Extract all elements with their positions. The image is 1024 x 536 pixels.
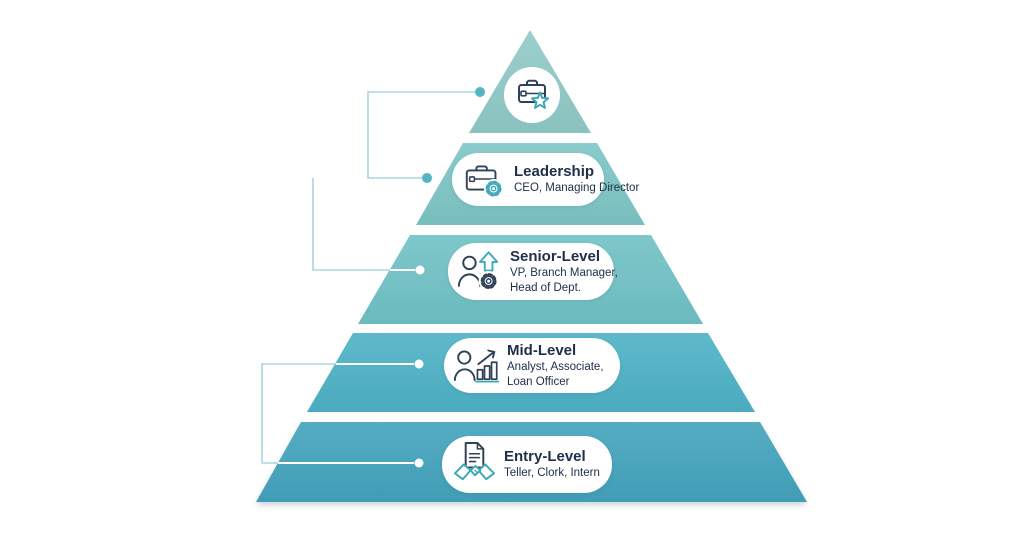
apex-badge — [504, 67, 560, 123]
tier-subtitle-line: VP, Branch Manager, — [510, 266, 618, 279]
tier-subtitle-line: Teller, Clork, Intern — [504, 467, 600, 480]
tier-card-senior: Senior-Level VP, Branch Manager, Head of… — [448, 243, 618, 300]
tier-title: Entry-Level — [504, 448, 586, 466]
tier-subtitle-line: CEO, Managing Director — [514, 182, 640, 195]
connector-dot-top — [475, 87, 485, 97]
document-handshake-icon — [451, 441, 497, 488]
tier-card-leadership: Leadership CEO, Managing Director — [452, 153, 639, 206]
tier-card-entry: Entry-Level Teller, Clork, Intern — [442, 436, 612, 493]
person-promotion-icon — [457, 249, 503, 294]
tier-subtitle-line: Head of Dept. — [510, 281, 581, 294]
tier-shape-mid — [307, 333, 755, 412]
tier-subtitle-line: Loan Officer — [507, 375, 570, 388]
person-growth-chart-icon — [453, 345, 500, 387]
tier-title: Senior-Level — [510, 247, 601, 265]
tier-title: Leadership — [514, 163, 595, 181]
briefcase-gear-icon — [461, 160, 507, 200]
connector-elbow-senior — [312, 178, 390, 271]
connector-dot-leadership — [422, 173, 432, 183]
tier-title: Mid-Level — [507, 341, 577, 359]
briefcase-star-icon — [514, 75, 550, 116]
tier-card-mid: Mid-Level Analyst, Associate, Loan Offic… — [444, 338, 620, 393]
tier-subtitle-line: Analyst, Associate, — [507, 360, 604, 373]
